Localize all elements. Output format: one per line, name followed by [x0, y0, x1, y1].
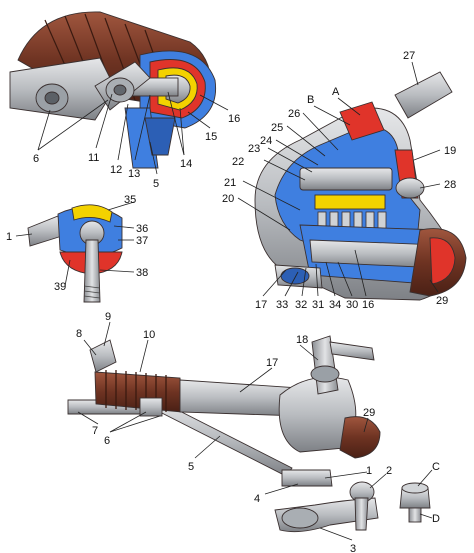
label-5-bottom: 5	[188, 461, 194, 473]
label-33: 33	[276, 299, 288, 311]
label-13: 13	[128, 168, 140, 180]
label-19: 19	[444, 145, 456, 157]
label-D: D	[432, 513, 440, 525]
label-25: 25	[271, 122, 283, 134]
label-31: 31	[312, 299, 324, 311]
label-38: 38	[136, 267, 148, 279]
label-9: 9	[105, 311, 111, 323]
label-21: 21	[224, 177, 236, 189]
label-27: 27	[403, 50, 415, 62]
label-A: A	[332, 86, 340, 98]
rack-end-cutaway	[9, 11, 217, 169]
label-28: 28	[444, 179, 456, 191]
ball-joint	[27, 204, 123, 303]
label-4: 4	[254, 493, 260, 505]
label-16-mid: 16	[362, 299, 374, 311]
label-C: C	[432, 461, 440, 473]
label-20: 20	[222, 193, 234, 205]
label-34: 34	[329, 299, 341, 311]
label-10: 10	[143, 329, 155, 341]
label-39: 39	[54, 281, 66, 293]
label-8: 8	[76, 328, 82, 340]
label-37: 37	[136, 235, 148, 247]
label-29-bottom: 29	[363, 407, 375, 419]
steering-rack-assembly	[67, 335, 431, 533]
label-29-mid: 29	[436, 295, 448, 307]
label-6-top: 6	[33, 153, 39, 165]
label-24: 24	[260, 135, 272, 147]
label-16-top: 16	[228, 113, 240, 125]
label-36: 36	[136, 223, 148, 235]
label-2: 2	[386, 465, 392, 477]
label-17-bottom: 17	[266, 357, 278, 369]
label-1-bottom: 1	[366, 465, 372, 477]
label-30: 30	[346, 299, 358, 311]
label-35: 35	[124, 194, 136, 206]
label-B: B	[307, 94, 314, 106]
label-23: 23	[248, 143, 260, 155]
label-5-top: 5	[153, 178, 159, 190]
label-14: 14	[180, 158, 192, 170]
label-18: 18	[296, 334, 308, 346]
label-3: 3	[350, 543, 356, 553]
label-32: 32	[295, 299, 307, 311]
label-22: 22	[232, 156, 244, 168]
label-7: 7	[92, 425, 98, 437]
label-17-mid: 17	[255, 299, 267, 311]
leader-lines	[15, 61, 441, 541]
callout-labels: 6 11 12 13 5 14 15 16 27 A B 26 25 24 23…	[6, 50, 456, 553]
label-12: 12	[110, 164, 122, 176]
pinion-valve-cutaway	[254, 71, 467, 301]
label-11: 11	[88, 152, 99, 164]
label-6-bottom: 6	[104, 435, 110, 447]
label-15: 15	[205, 131, 217, 143]
label-26: 26	[288, 108, 300, 120]
label-1-left: 1	[6, 231, 12, 243]
